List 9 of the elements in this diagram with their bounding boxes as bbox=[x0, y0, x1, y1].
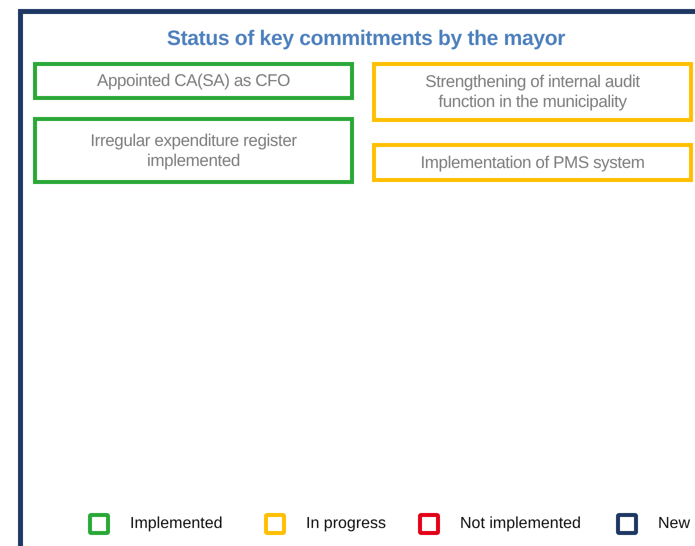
status-box: Implementation of PMS system bbox=[372, 143, 693, 182]
heading: Status of key commitments by the mayor bbox=[166, 27, 566, 51]
status-box: Appointed CA(SA) as CFO bbox=[33, 62, 354, 100]
status-box: Strengthening of internal audit function in the municipality bbox=[372, 62, 693, 122]
legend-label: In progress bbox=[306, 515, 386, 533]
legend-label: Implemented bbox=[130, 515, 222, 533]
legend-label: Not implemented bbox=[460, 515, 581, 533]
legend-label: New bbox=[658, 515, 690, 533]
status-box: Irregular expenditure register implemented bbox=[33, 117, 354, 184]
